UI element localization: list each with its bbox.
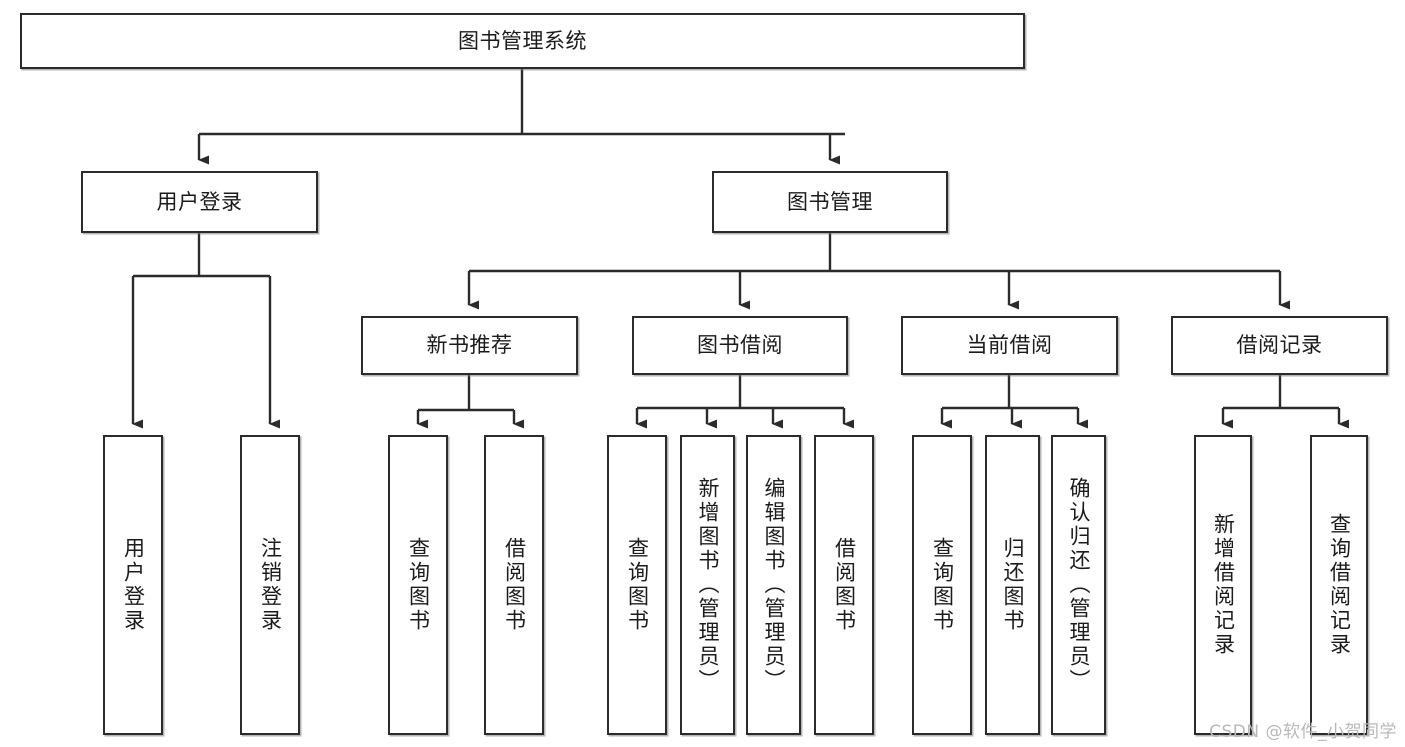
node-label: 确认归还（管理员）: [1066, 477, 1091, 693]
node-label: 图书管理: [787, 189, 873, 214]
node-leaf-query-borrow-record[interactable]: 查询借阅记录: [1310, 435, 1368, 735]
node-leaf-add-book-admin[interactable]: 新增图书（管理员）: [680, 435, 735, 735]
node-label: 新书推荐: [426, 333, 513, 358]
node-book-management-system[interactable]: 图书管理系统: [20, 13, 1025, 69]
node-leaf-add-borrow-record[interactable]: 新增借阅记录: [1194, 435, 1252, 735]
node-leaf-borrow-book-recommend[interactable]: 借阅图书: [484, 435, 544, 735]
node-label: 图书借阅: [697, 333, 783, 358]
node-label: 当前借阅: [966, 333, 1053, 358]
node-label: 用户登录: [156, 189, 243, 214]
node-leaf-logout[interactable]: 注销登录: [240, 435, 300, 735]
node-borrow-records[interactable]: 借阅记录: [1171, 316, 1388, 375]
node-new-book-recommend[interactable]: 新书推荐: [361, 316, 578, 375]
node-current-borrow[interactable]: 当前借阅: [901, 316, 1118, 375]
node-label: 借阅图书: [832, 537, 857, 633]
node-leaf-borrow-book[interactable]: 借阅图书: [814, 435, 874, 735]
node-label: 借阅记录: [1236, 333, 1323, 358]
node-label: 归还图书: [1000, 537, 1025, 633]
node-book-management[interactable]: 图书管理: [712, 171, 948, 233]
node-leaf-confirm-return-admin[interactable]: 确认归还（管理员）: [1051, 435, 1106, 735]
node-label: 新增图书（管理员）: [695, 477, 720, 693]
node-label: 查询借阅记录: [1327, 513, 1352, 657]
node-label: 用户登录: [121, 537, 146, 633]
node-leaf-query-book-recommend[interactable]: 查询图书: [388, 435, 448, 735]
node-user-login[interactable]: 用户登录: [81, 171, 318, 233]
csdn-watermark: CSDN @软件_小贺同学: [1209, 722, 1397, 742]
node-leaf-user-login[interactable]: 用户登录: [103, 435, 163, 735]
node-label: 图书管理系统: [458, 28, 587, 53]
node-leaf-query-book-current[interactable]: 查询图书: [912, 435, 972, 735]
node-label: 编辑图书（管理员）: [761, 477, 786, 693]
node-label: 查询图书: [930, 537, 955, 633]
node-label: 查询图书: [625, 537, 650, 633]
node-leaf-return-book[interactable]: 归还图书: [985, 435, 1040, 735]
node-label: 借阅图书: [502, 537, 527, 633]
node-label: 查询图书: [406, 537, 431, 633]
node-leaf-query-book-borrow[interactable]: 查询图书: [607, 435, 667, 735]
node-leaf-edit-book-admin[interactable]: 编辑图书（管理员）: [746, 435, 801, 735]
node-book-borrow[interactable]: 图书借阅: [632, 316, 848, 375]
node-label: 注销登录: [258, 537, 283, 633]
node-label: 新增借阅记录: [1211, 513, 1236, 657]
